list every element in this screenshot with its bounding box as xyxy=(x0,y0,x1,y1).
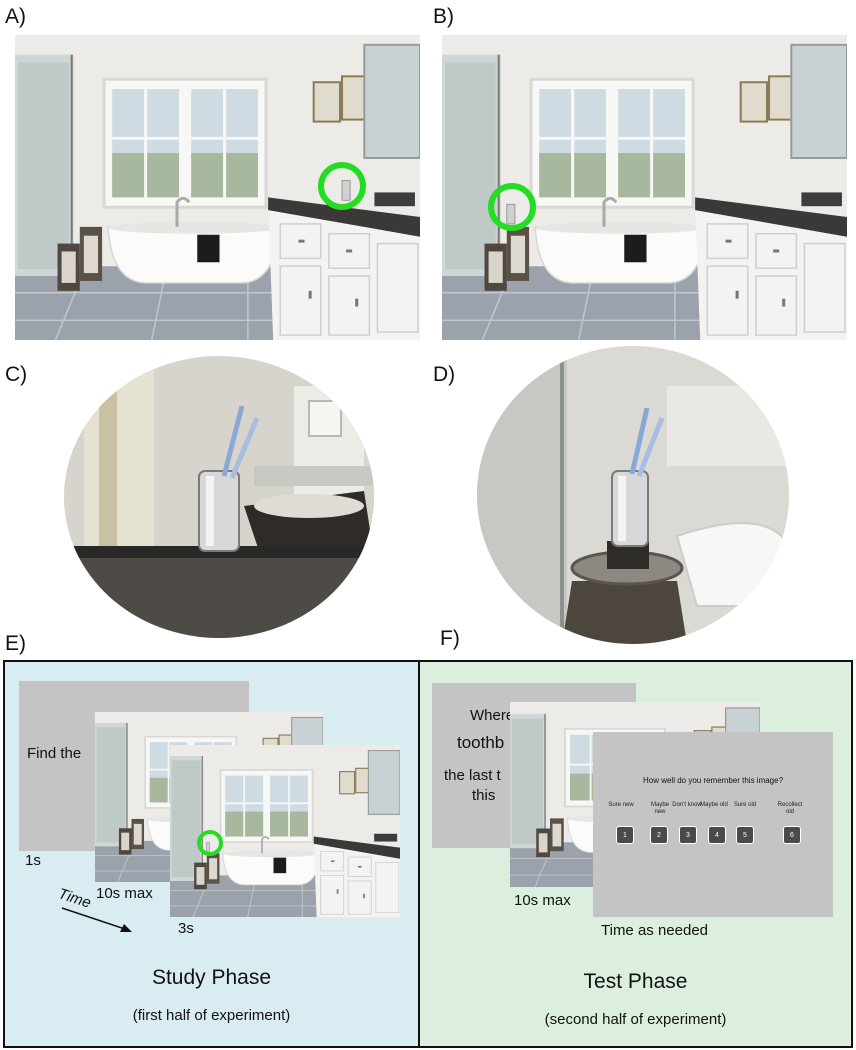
question-line: Where xyxy=(470,707,515,724)
target-highlight-ring xyxy=(197,830,223,856)
duration-label-1s: 1s xyxy=(25,852,41,869)
time-as-needed-label: Time as needed xyxy=(601,922,709,939)
instruction-text: Find the xyxy=(27,745,82,762)
rating-prompt: How well do you remember this image? xyxy=(642,776,784,785)
test-phase-subtitle: (second half of experiment) xyxy=(544,1011,727,1028)
rating-screen: How well do you remember this image? Sur… xyxy=(593,732,833,917)
duration-label-10s: 10s max xyxy=(96,885,153,902)
question-line: toothb xyxy=(457,733,505,752)
target-highlight-ring xyxy=(488,183,536,231)
panel-label-e: E) xyxy=(5,632,26,655)
study-phase-subtitle: (first half of experiment) xyxy=(132,1007,291,1024)
rating-option-label: Maybe old xyxy=(700,802,728,808)
duration-label-10s: 10s max xyxy=(514,892,571,909)
rating-button-1[interactable]: 1 xyxy=(616,826,634,844)
rating-option-label: Sure old xyxy=(733,802,757,808)
time-arrow-icon xyxy=(61,907,132,932)
study-phase-title: Study Phase xyxy=(151,966,272,989)
panel-label-a: A) xyxy=(5,5,26,28)
panel-label-c: C) xyxy=(5,363,28,386)
target-highlight-ring xyxy=(318,162,366,210)
duration-label-3s: 3s xyxy=(178,920,194,937)
rating-button-4[interactable]: 4 xyxy=(708,826,726,844)
zoomed-toothbrush-lantern xyxy=(477,346,789,644)
panel-label-f: F) xyxy=(440,627,460,650)
rating-button-6[interactable]: 6 xyxy=(783,826,801,844)
rating-option-label: Recollect old xyxy=(777,802,803,815)
test-phase-title: Test Phase xyxy=(583,970,688,993)
rating-button-5[interactable]: 5 xyxy=(736,826,754,844)
zoomed-toothbrush-vanity xyxy=(64,356,374,638)
panel-label-d: D) xyxy=(433,363,456,386)
question-line: this xyxy=(472,787,496,804)
rating-button-2[interactable]: 2 xyxy=(650,826,668,844)
question-line: the last t xyxy=(444,767,501,784)
rating-button-3[interactable]: 3 xyxy=(679,826,697,844)
rating-option-label: Sure new xyxy=(608,802,634,808)
panel-label-b: B) xyxy=(433,5,454,28)
rating-option-label: Maybe new xyxy=(650,802,669,815)
rating-option-label: Don't know xyxy=(672,802,702,808)
